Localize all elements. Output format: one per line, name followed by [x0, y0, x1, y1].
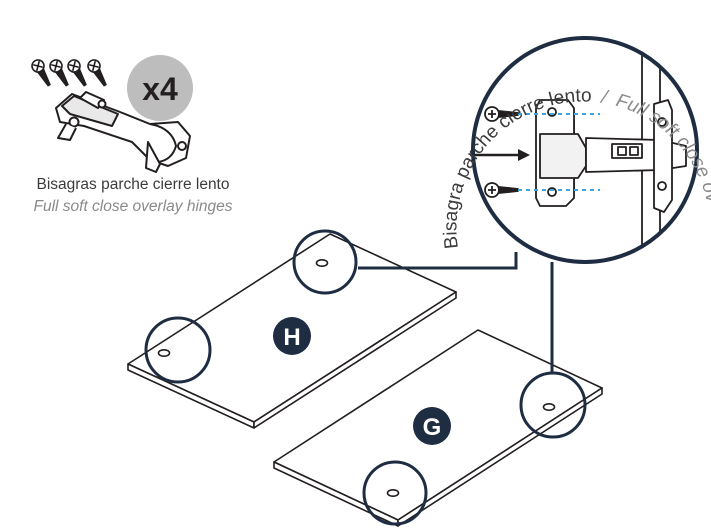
quantity-badge-label: x4 — [142, 71, 178, 107]
hole-highlight-circles — [144, 229, 587, 526]
panel-h-letter: H — [283, 324, 300, 351]
hole-highlight-g-left — [362, 460, 428, 526]
hole-highlight-g-right — [519, 371, 587, 439]
hardware-caption-es: Bisagras parche cierre lento — [36, 176, 230, 193]
hardware-caption-en: Full soft close overlay hinges — [33, 198, 233, 215]
screws-icon — [31, 59, 107, 87]
alignment-dash-lines — [518, 113, 600, 191]
hole-highlight-h-left — [144, 316, 212, 384]
panel-g-badge: G — [413, 407, 451, 445]
hole-highlight-h-top — [292, 229, 358, 295]
hinge-icon — [55, 91, 191, 173]
panel-h-badge: H — [273, 317, 311, 355]
quantity-badge: x4 — [127, 55, 193, 121]
panel-g-letter: G — [423, 414, 442, 441]
insertion-arrow-icon — [470, 149, 530, 161]
callout-leader-lines — [358, 252, 554, 374]
hinge-detail-callout — [470, 36, 699, 264]
